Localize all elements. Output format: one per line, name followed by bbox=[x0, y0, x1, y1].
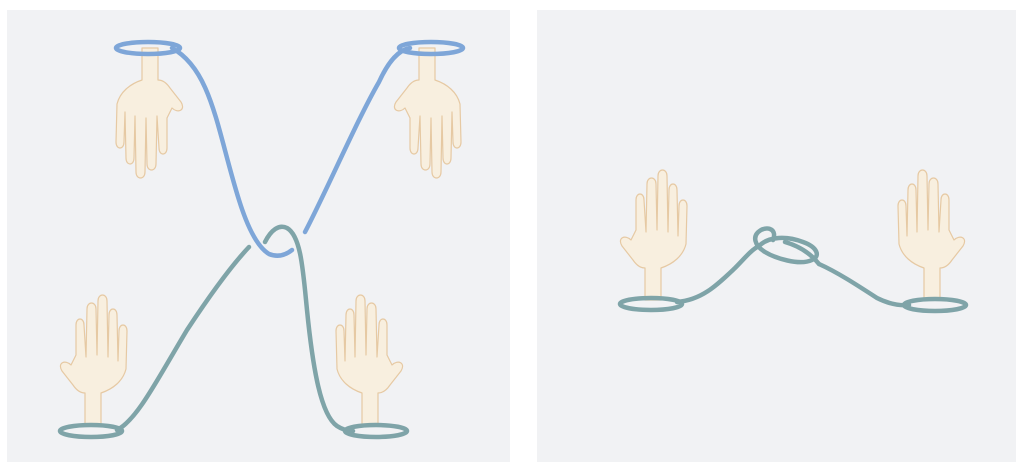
knot-icon bbox=[755, 228, 819, 264]
open-hand-icon bbox=[620, 170, 687, 300]
rope-loop-icon bbox=[620, 298, 682, 310]
right-diagram bbox=[537, 10, 1016, 462]
left-panel bbox=[7, 10, 510, 462]
right-panel bbox=[537, 10, 1016, 462]
rope-strand bbox=[305, 48, 410, 232]
open-hand-icon bbox=[898, 170, 965, 300]
hand-left bbox=[620, 170, 687, 300]
open-hand-icon bbox=[60, 295, 127, 425]
rope-strand bbox=[172, 48, 292, 256]
rope-loop-icon bbox=[60, 425, 122, 437]
hand-top-right bbox=[394, 48, 461, 178]
left-diagram bbox=[7, 10, 510, 462]
rope-loop-icon bbox=[904, 299, 966, 311]
open-hand-icon bbox=[336, 295, 403, 425]
hand-bottom-left bbox=[60, 295, 127, 425]
hand-top-left bbox=[116, 48, 183, 178]
rope-strand bbox=[117, 247, 249, 430]
hand-right bbox=[898, 170, 965, 300]
open-hand-icon bbox=[394, 48, 461, 178]
open-hand-icon bbox=[116, 48, 183, 178]
hand-bottom-right bbox=[336, 295, 403, 425]
rope-strand bbox=[677, 246, 759, 302]
rope-strand bbox=[819, 264, 909, 305]
